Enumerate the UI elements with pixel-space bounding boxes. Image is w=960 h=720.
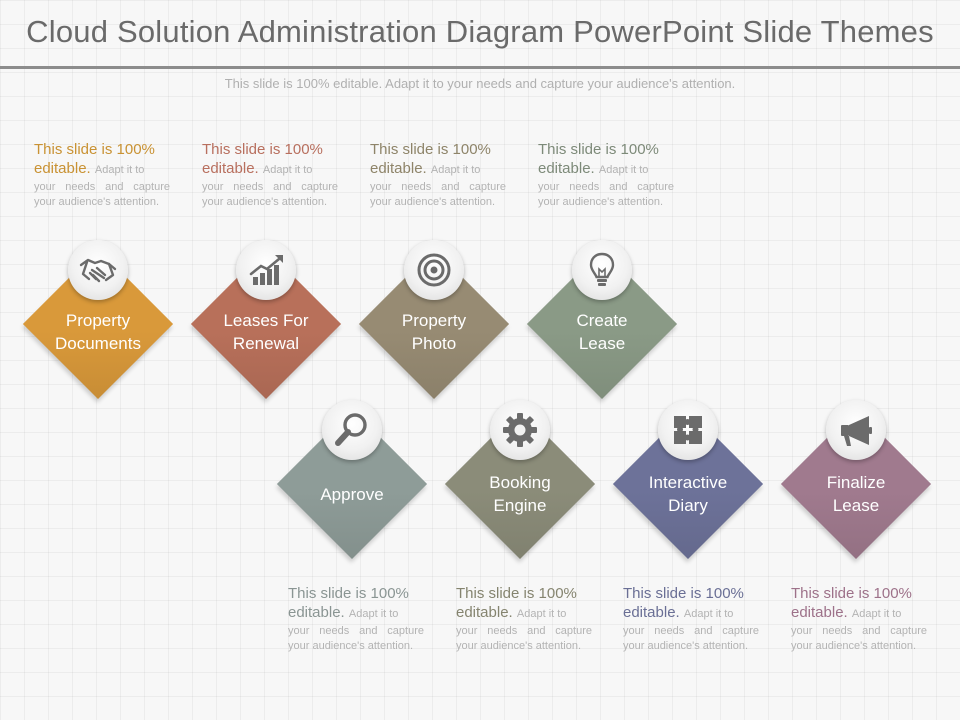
description-body: your needs and capture your audience's a… bbox=[623, 625, 759, 652]
description-heading-text: This slide is 100% editable. bbox=[202, 141, 323, 177]
description-heading: This slide is 100% editable. Adapt it to bbox=[623, 584, 759, 624]
lightbulb-icon bbox=[589, 252, 615, 286]
description-block-5: This slide is 100% editable. Adapt it to… bbox=[288, 584, 424, 653]
description-block-8: This slide is 100% editable. Adapt it to… bbox=[791, 584, 927, 653]
slide-title: Cloud Solution Administration Diagram Po… bbox=[26, 14, 934, 49]
icon-circle bbox=[490, 400, 550, 460]
target-icon bbox=[417, 253, 451, 287]
description-body: your needs and capture your audience's a… bbox=[538, 181, 674, 208]
description-body: your needs and capture your audience's a… bbox=[34, 181, 170, 208]
description-heading-tail: Adapt it to bbox=[348, 608, 399, 620]
description-heading: This slide is 100% editable. Adapt it to bbox=[791, 584, 927, 624]
icon-circle bbox=[572, 240, 632, 300]
description-heading-tail: Adapt it to bbox=[683, 608, 734, 620]
description-heading: This slide is 100% editable. Adapt it to bbox=[34, 140, 170, 180]
icon-circle bbox=[404, 240, 464, 300]
description-heading-tail: Adapt it to bbox=[430, 164, 481, 176]
puzzle-icon bbox=[674, 416, 702, 444]
magnifier-icon bbox=[335, 413, 367, 446]
icon-circle bbox=[322, 400, 382, 460]
description-block-6: This slide is 100% editable. Adapt it to… bbox=[456, 584, 592, 653]
description-body: your needs and capture your audience's a… bbox=[288, 625, 424, 652]
gear-icon bbox=[503, 413, 537, 447]
megaphone-icon bbox=[841, 416, 872, 446]
description-block-3: This slide is 100% editable. Adapt it to… bbox=[370, 140, 506, 209]
icon-circle bbox=[68, 240, 128, 300]
description-body: your needs and capture your audience's a… bbox=[456, 625, 592, 652]
description-heading: This slide is 100% editable. Adapt it to bbox=[456, 584, 592, 624]
description-heading-text: This slide is 100% editable. bbox=[370, 141, 491, 177]
description-heading: This slide is 100% editable. Adapt it to bbox=[538, 140, 674, 180]
description-heading-text: This slide is 100% editable. bbox=[34, 141, 155, 177]
description-heading-text: This slide is 100% editable. bbox=[456, 585, 577, 621]
description-body: your needs and capture your audience's a… bbox=[370, 181, 506, 208]
description-heading-tail: Adapt it to bbox=[516, 608, 567, 620]
step-label: Approve bbox=[320, 485, 384, 504]
description-heading-text: This slide is 100% editable. bbox=[623, 585, 744, 621]
description-heading-tail: Adapt it to bbox=[262, 164, 313, 176]
description-block-1: This slide is 100% editable. Adapt it to… bbox=[34, 140, 170, 209]
description-block-2: This slide is 100% editable. Adapt it to… bbox=[202, 140, 338, 209]
description-body: your needs and capture your audience's a… bbox=[791, 625, 927, 652]
description-body: your needs and capture your audience's a… bbox=[202, 181, 338, 208]
growth-chart-icon bbox=[249, 255, 283, 285]
description-block-7: This slide is 100% editable. Adapt it to… bbox=[623, 584, 759, 653]
description-heading-text: This slide is 100% editable. bbox=[791, 585, 912, 621]
handshake-icon bbox=[79, 258, 117, 283]
description-heading-tail: Adapt it to bbox=[851, 608, 902, 620]
title-divider bbox=[0, 66, 960, 69]
icon-circle bbox=[658, 400, 718, 460]
slide-subtitle: This slide is 100% editable. Adapt it to… bbox=[224, 76, 736, 91]
description-heading: This slide is 100% editable. Adapt it to bbox=[370, 140, 506, 180]
description-heading-tail: Adapt it to bbox=[598, 164, 649, 176]
description-block-4: This slide is 100% editable. Adapt it to… bbox=[538, 140, 674, 209]
description-heading-text: This slide is 100% editable. bbox=[538, 141, 659, 177]
description-heading: This slide is 100% editable. Adapt it to bbox=[288, 584, 424, 624]
description-heading: This slide is 100% editable. Adapt it to bbox=[202, 140, 338, 180]
description-heading-tail: Adapt it to bbox=[94, 164, 145, 176]
icon-circle bbox=[826, 400, 886, 460]
description-heading-text: This slide is 100% editable. bbox=[288, 585, 409, 621]
icon-circle bbox=[236, 240, 296, 300]
